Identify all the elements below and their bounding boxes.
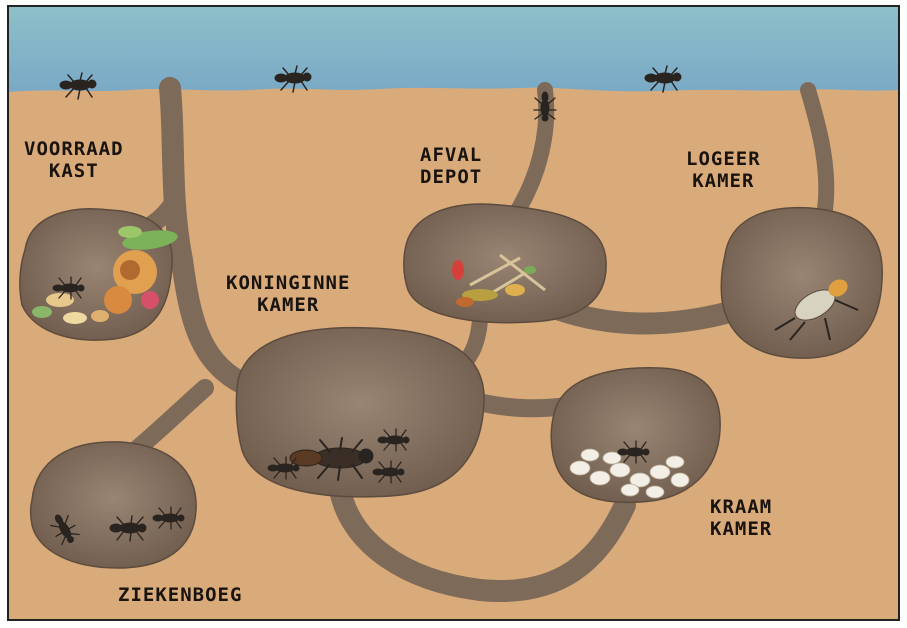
label-voorraad-kast-line2: KAST (24, 160, 124, 182)
label-afval-depot: AFVAL DEPOT (420, 144, 482, 188)
chamber-logeer-kamer (721, 208, 882, 358)
label-voorraad-kast-line1: VOORRAAD (24, 138, 124, 160)
label-kraam-kamer: KRAAM KAMER (710, 496, 772, 540)
chamber-afval-depot (404, 204, 606, 323)
label-koninginne-kamer-line2: KAMER (226, 294, 350, 316)
label-voorraad-kast: VOORRAAD KAST (24, 138, 124, 182)
label-logeer-kamer-line1: LOGEER (686, 148, 761, 170)
label-afval-depot-line2: DEPOT (420, 166, 482, 188)
sky (9, 7, 898, 92)
label-logeer-kamer-line2: KAMER (686, 170, 761, 192)
label-logeer-kamer: LOGEER KAMER (686, 148, 761, 192)
label-afval-depot-line1: AFVAL (420, 144, 482, 166)
label-kraam-kamer-line2: KAMER (710, 518, 772, 540)
label-kraam-kamer-line1: KRAAM (710, 496, 772, 518)
label-koninginne-kamer: KONINGINNE KAMER (226, 272, 350, 316)
label-ziekenboeg: ZIEKENBOEG (118, 584, 242, 606)
chamber-ziekenboeg (31, 442, 197, 568)
label-koninginne-kamer-line1: KONINGINNE (226, 272, 350, 294)
